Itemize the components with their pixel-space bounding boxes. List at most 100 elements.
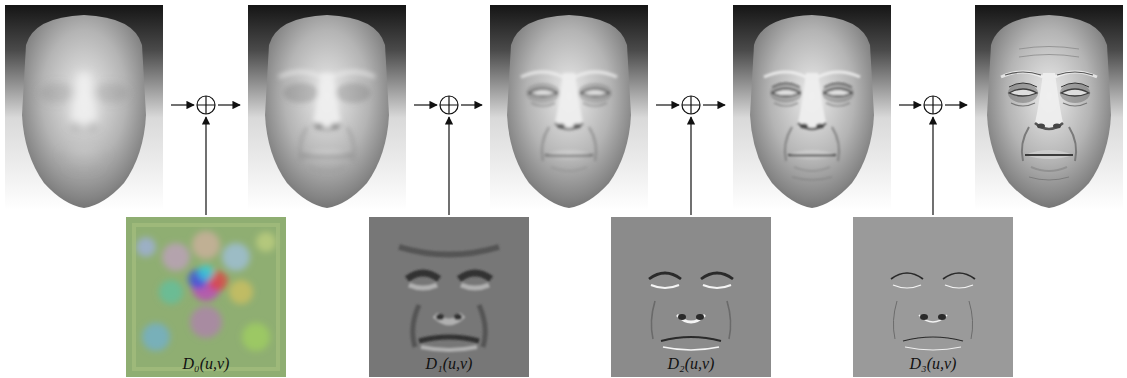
color-blob [142, 323, 170, 351]
displacement-map-box: D₃(u,v) [853, 217, 1013, 377]
nostril-feature [920, 314, 928, 320]
face-features [279, 72, 375, 171]
nose-base [555, 123, 583, 129]
displacement-map-box: D₂(u,v) [611, 217, 771, 377]
eye [581, 89, 609, 96]
face-mesh [507, 15, 631, 208]
lips [1025, 150, 1073, 159]
nose-base [70, 123, 98, 129]
brow [818, 72, 860, 77]
eye-bag [774, 103, 798, 106]
face-features [1001, 47, 1097, 181]
face-mesh [987, 15, 1111, 208]
eye-feature [703, 285, 731, 288]
face-render [5, 5, 163, 210]
input-arrow [932, 117, 933, 215]
render-background [975, 5, 1123, 210]
lips [545, 150, 593, 159]
color-blob [159, 280, 183, 304]
brow [1055, 72, 1097, 77]
eye-feature [891, 273, 923, 279]
face-render [248, 5, 406, 210]
nose [555, 73, 583, 129]
color-blob [190, 306, 222, 338]
nostril [557, 124, 565, 129]
mouth-line [545, 155, 593, 156]
render-background [5, 5, 163, 210]
eye [1009, 89, 1037, 96]
face-features [764, 72, 860, 180]
face-surface [987, 15, 1111, 208]
mouth-feature [419, 337, 479, 341]
forehead-wrinkle [1019, 55, 1079, 58]
brow [575, 72, 617, 77]
brow [521, 72, 563, 77]
eyelid [772, 83, 800, 87]
mouth-feature [905, 347, 961, 350]
nostril-feature [678, 314, 686, 320]
eyebrow-hair [1005, 72, 1041, 75]
displacement-map-box: D₀(u,v) [126, 217, 286, 377]
map-background [611, 217, 771, 377]
map-background [369, 217, 529, 377]
mouth-feature [903, 337, 963, 341]
face-render [490, 5, 648, 210]
cheek-fold [1069, 127, 1076, 161]
nostril [88, 124, 96, 129]
plus-circle [924, 96, 942, 114]
eye-bag [1063, 103, 1087, 106]
map-features [399, 247, 499, 350]
mouth-feature [663, 347, 719, 350]
eye-socket [39, 83, 77, 103]
flow-arrow [171, 104, 194, 105]
lower-lip [551, 167, 587, 171]
displacement-map-box: D₁(u,v) [369, 217, 529, 377]
lower-lip [794, 167, 830, 171]
cheek-feature [413, 305, 486, 347]
lips [303, 150, 351, 159]
eyebrow-hair [1057, 72, 1093, 75]
eyelid [1061, 83, 1089, 87]
map-border [134, 225, 278, 369]
eye-socket [283, 83, 319, 103]
eye-feature [649, 273, 681, 279]
brow [333, 72, 375, 77]
eye-socket [526, 83, 560, 103]
brow [279, 72, 321, 77]
face-mesh [265, 15, 389, 208]
render-background [490, 5, 648, 210]
eye [529, 89, 557, 96]
mouth-feature [661, 337, 721, 341]
cheek-fold [542, 127, 549, 161]
cheek-fold [300, 127, 307, 161]
eye-feature [459, 273, 491, 279]
displacement-map [126, 217, 286, 377]
nose-base [798, 123, 826, 129]
render-background [733, 5, 891, 210]
color-blob [136, 237, 156, 257]
color-blob [222, 243, 250, 271]
map-background [126, 217, 286, 377]
map-features [891, 273, 975, 350]
input-arrow [690, 117, 691, 215]
eye-socket [91, 83, 129, 103]
eye-bag [1011, 103, 1035, 106]
sum-operator [197, 96, 215, 114]
chin-line [1029, 177, 1069, 180]
face-features [39, 73, 129, 171]
map-features [649, 273, 733, 350]
lower-lip [309, 167, 345, 171]
lower-lip [66, 167, 102, 171]
flow-arrow [899, 104, 921, 105]
input-arrow [448, 117, 449, 215]
nose [1035, 73, 1063, 129]
flow-arrow [703, 104, 725, 105]
map-label: D₃(u,v) [910, 355, 957, 373]
face-surface [22, 15, 146, 208]
flow-arrow [218, 104, 240, 105]
mouth-line [60, 155, 108, 157]
eye-feature [701, 273, 733, 279]
sum-operator [440, 96, 458, 114]
cheek-fold [1022, 127, 1029, 161]
eye-bag [583, 103, 607, 106]
